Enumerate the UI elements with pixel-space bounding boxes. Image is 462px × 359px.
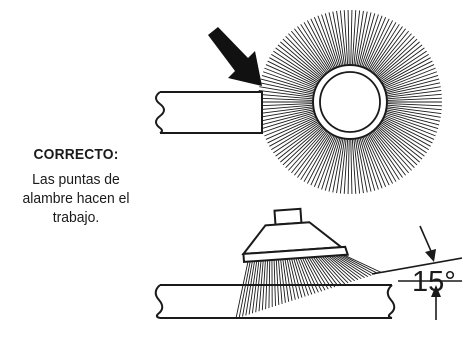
caption-line-1: Las puntas de xyxy=(32,171,120,188)
cup-brush xyxy=(235,207,382,319)
caption-line-3: trabajo. xyxy=(52,209,100,226)
workpiece-bar-bottom xyxy=(154,284,396,319)
workpiece-bar-top xyxy=(155,91,263,134)
caption-title: CORRECTO: xyxy=(33,146,119,163)
angle-label: 15° xyxy=(412,266,456,298)
caption-line-2: alambre hacen el xyxy=(22,190,130,207)
arrow-down-right-icon xyxy=(208,27,262,86)
angle-indicator xyxy=(371,225,462,320)
caption: CORRECTO: Las puntas de alambre hacen el… xyxy=(0,146,152,227)
wire-wheel-brush xyxy=(258,10,442,194)
